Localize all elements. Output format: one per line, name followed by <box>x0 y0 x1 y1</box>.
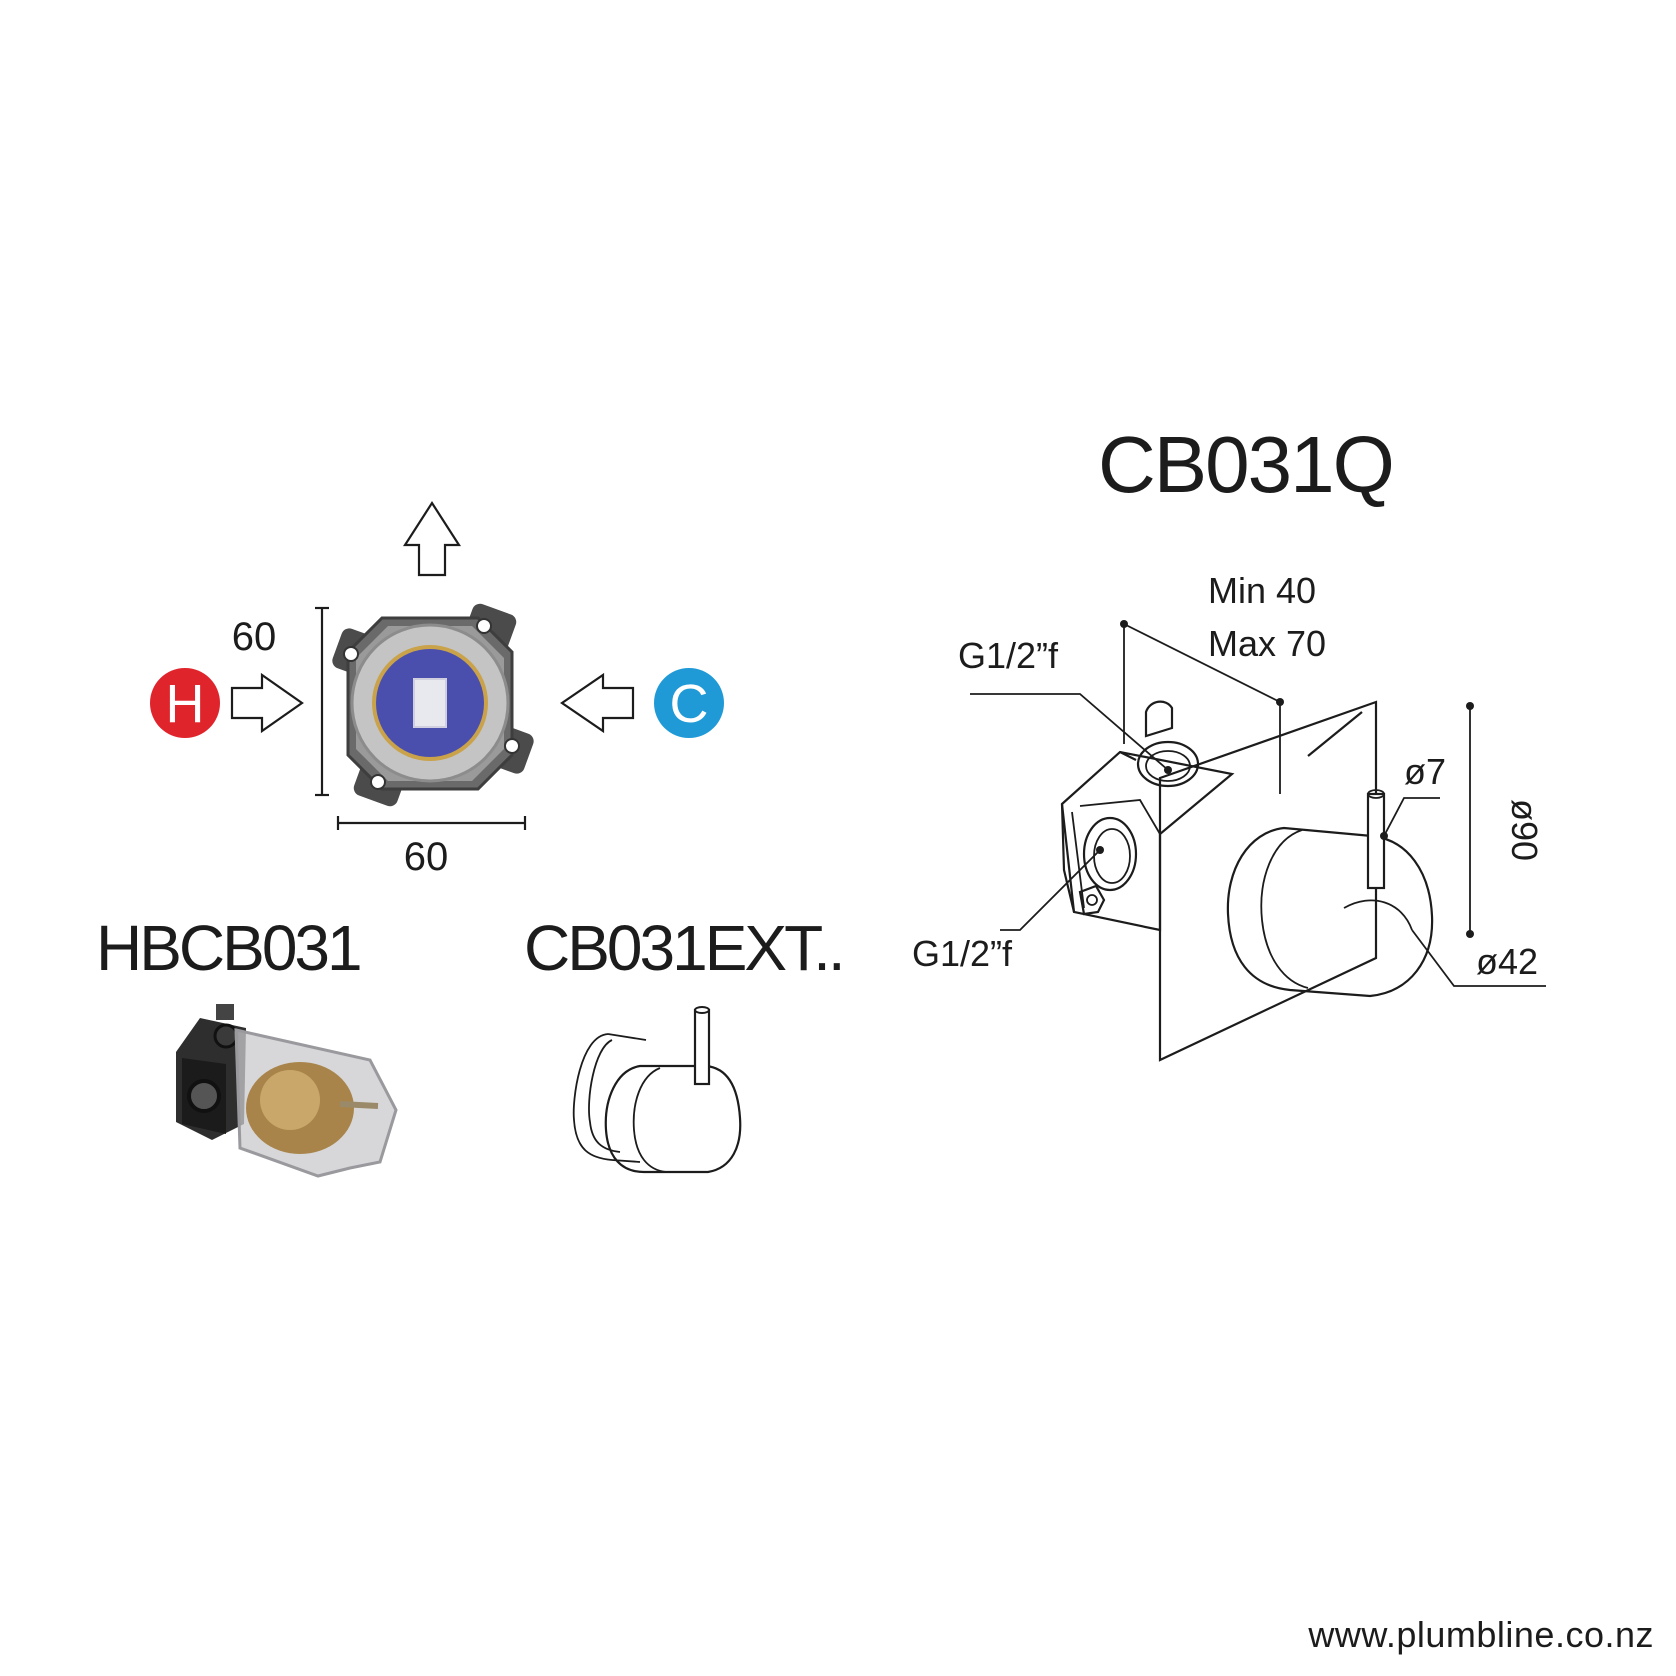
cb031q-top-port <box>1136 740 1200 788</box>
cb031q-box-edge <box>1060 803 1076 913</box>
ext-lever <box>693 1008 711 1086</box>
plate-dia-label: ø90 <box>1504 799 1545 861</box>
hot-badge: H <box>150 668 220 738</box>
inlet-top-label: G1/2”f <box>958 635 1059 676</box>
cb031q-wall-plate <box>1158 700 1378 1062</box>
body-nut <box>216 1004 234 1020</box>
cb031q-assembly-drawing: Min 40 Max 70 G1/2”f G1/2”f ø7 ø90 ø42 <box>912 570 1546 1062</box>
body-top-port <box>213 1023 239 1049</box>
cb031q-plate-slot <box>1307 711 1363 757</box>
cb031q-box-edge <box>1119 751 1137 761</box>
ext-cover-plate <box>572 1033 613 1161</box>
cb031q-lever-tip <box>1367 789 1385 799</box>
cold-inlet-arrow-icon <box>560 672 635 734</box>
main-model-title: CB031Q <box>1098 420 1393 509</box>
ext-handle-body <box>604 1064 742 1174</box>
valve-body-top-view <box>332 603 534 807</box>
depth-dimension-line <box>1123 623 1281 703</box>
cb031q-side-port-inner <box>1093 828 1131 884</box>
inlet-top-leader <box>970 693 1169 771</box>
height-dimension-label: 60 <box>232 615 277 659</box>
body-brass-highlight <box>260 1070 320 1130</box>
depth-dim-dot <box>1276 698 1284 706</box>
hot-badge-circle <box>150 668 220 738</box>
hot-label: H <box>166 674 205 734</box>
inlet-side-leader <box>1000 849 1101 931</box>
hbcb031-body-image <box>176 1004 398 1178</box>
cold-label: C <box>670 674 709 734</box>
inlet-side-label: G1/2”f <box>912 933 1013 974</box>
ext-cover-plate-inner <box>588 1039 621 1153</box>
cb031q-valve-box <box>1060 750 1235 932</box>
outlet-arrow-icon <box>402 500 462 577</box>
depth-max-label: Max 70 <box>1208 623 1326 664</box>
cb031q-side-port <box>1082 816 1138 892</box>
body-inlet-port <box>187 1079 221 1113</box>
ext-plate-edge <box>607 1033 647 1163</box>
plate-dia-dot <box>1466 930 1474 938</box>
cb031q-handle-shade <box>1343 899 1413 931</box>
width-dimension-label: 60 <box>404 835 449 879</box>
cb031q-handle-face <box>1260 829 1309 989</box>
handle-dia-leader <box>1411 929 1546 987</box>
cb031q-mount-tab-hole <box>1086 894 1098 906</box>
inlet-top-leader-dot <box>1164 766 1172 774</box>
ext-handle-face <box>632 1067 667 1173</box>
inlet-side-leader-dot <box>1096 846 1104 854</box>
plan-view: H C 60 60 <box>150 500 724 879</box>
cb031q-top-nut <box>1144 700 1174 738</box>
body-model-title: HBCB031 <box>96 912 360 984</box>
lever-dia-label: ø7 <box>1404 751 1446 792</box>
depth-dim-dot <box>1120 620 1128 628</box>
body-spindle <box>339 1101 379 1109</box>
mount-hole <box>343 646 359 662</box>
website-url: www.plumbline.co.nz <box>1308 1614 1654 1655</box>
cb031q-top-port-inner <box>1145 750 1191 782</box>
depth-min-label: Min 40 <box>1208 570 1316 611</box>
cb031ext-trim-drawing <box>572 1006 742 1174</box>
cb031q-handle-body <box>1226 826 1434 998</box>
cold-badge-circle <box>654 668 724 738</box>
ext-model-title: CB031EXT.. <box>524 912 843 984</box>
cartridge-spindle <box>413 678 447 728</box>
ext-lever-tip <box>694 1006 710 1014</box>
cb031q-lever <box>1366 792 1386 890</box>
cb031q-box-edge <box>1071 799 1161 909</box>
cb031q-mount-tab <box>1078 884 1106 916</box>
cold-badge: C <box>654 668 724 738</box>
mount-hole <box>476 618 492 634</box>
handle-dia-label: ø42 <box>1476 941 1538 982</box>
mount-hole <box>370 774 386 790</box>
mount-hole <box>504 738 520 754</box>
lever-dia-leader <box>1383 797 1440 837</box>
hot-inlet-arrow-icon <box>230 672 304 734</box>
plate-dia-dot <box>1466 702 1474 710</box>
lever-dia-leader-dot <box>1380 832 1388 840</box>
